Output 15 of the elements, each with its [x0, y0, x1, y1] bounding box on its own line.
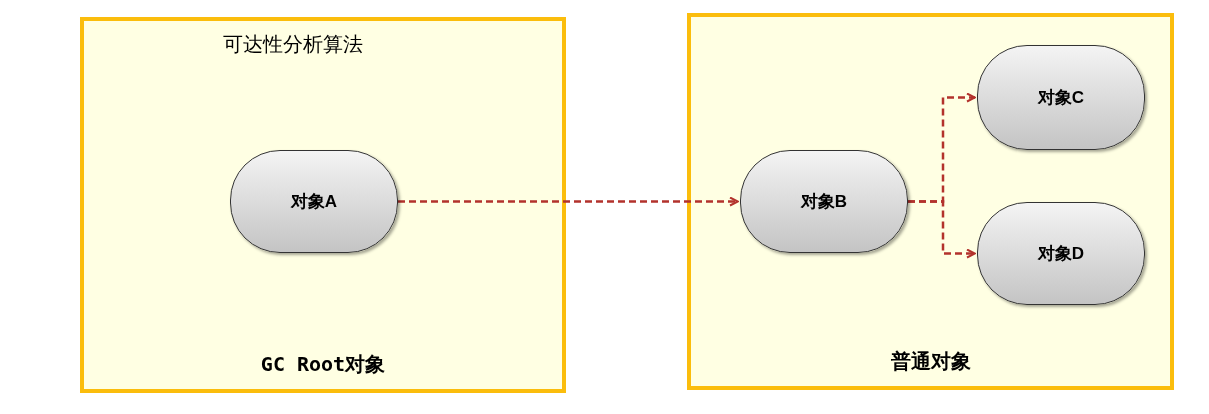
region-box [80, 17, 566, 393]
object-pill [740, 150, 908, 253]
object-label: 对象D [1037, 242, 1085, 265]
dashed-arrow [398, 196, 739, 207]
dashed-arrow [908, 200, 976, 259]
object-label: 对象A [290, 190, 338, 213]
object-pill [977, 45, 1145, 150]
region-label: GC Root对象 [260, 351, 386, 378]
object-label: 对象C [1037, 86, 1085, 109]
region-box [687, 13, 1174, 390]
object-pill [977, 202, 1145, 305]
region-title: 可达性分析算法 [223, 32, 364, 57]
object-pill [230, 150, 398, 253]
object-label: 对象B [800, 190, 848, 213]
region-label: 普通对象 [890, 348, 971, 375]
